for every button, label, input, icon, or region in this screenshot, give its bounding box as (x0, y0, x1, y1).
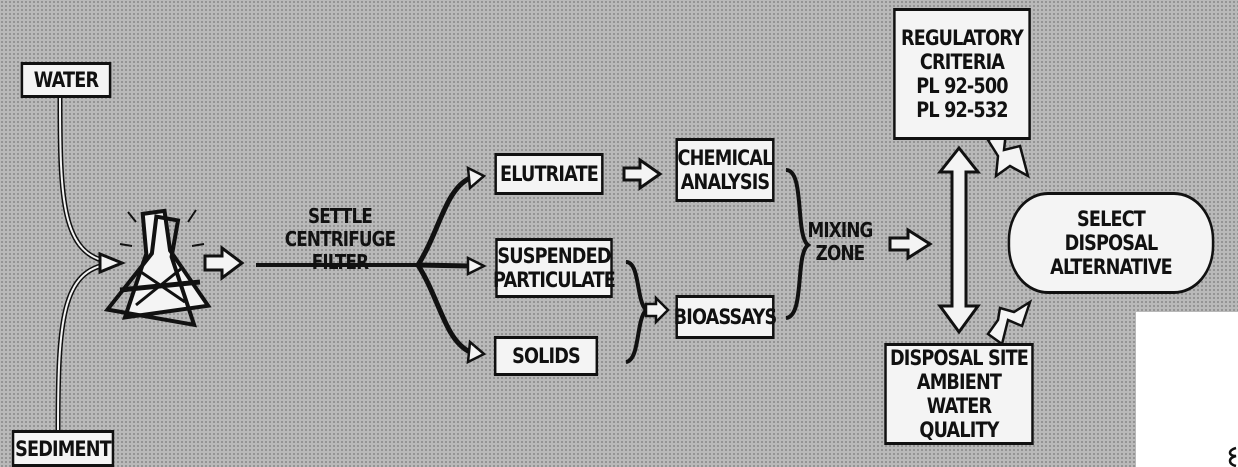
regulatory-criteria-label: REGULATORY CRITERIA PL 92-500 PL 92-532 (901, 26, 1024, 122)
flask-inlet-arrow (98, 251, 126, 275)
bioassays-label: BIOASSAYS (673, 305, 778, 329)
chemical-analysis-box: CHEMICAL ANALYSIS (675, 138, 775, 202)
suspended-particulate-label: SUSPENDED PARTICULATE (493, 244, 616, 292)
water-to-flask-line (57, 95, 113, 265)
regulatory-criteria-box: REGULATORY CRITERIA PL 92-500 PL 92-532 (893, 8, 1031, 140)
solids-label: SOLIDS (512, 344, 581, 368)
select-disposal-box: SELECT DISPOSAL ALTERNATIVE (1007, 192, 1215, 294)
mixing-flask-icon (103, 208, 212, 328)
water-to-flask-line-inner (59, 97, 111, 263)
disposal-site-box: DISPOSAL SITE AMBIENT WATER QUALITY (884, 343, 1034, 445)
branch-to-solids (415, 263, 472, 355)
solids-box: SOLIDS (493, 336, 599, 376)
chemical-analysis-label: CHEMICAL ANALYSIS (677, 146, 774, 194)
chemical-bioassays-brace (785, 168, 812, 320)
water-label: WATER (33, 68, 99, 92)
flask-outlet-arrow (203, 245, 245, 281)
corner-panel (1136, 312, 1238, 467)
elutriate-label: ELUTRIATE (500, 162, 599, 186)
branch-to-suspended (417, 262, 471, 269)
sediment-label: SEDIMENT (15, 436, 111, 461)
arrowhead-solids (466, 339, 487, 365)
corner-mark (1228, 446, 1237, 467)
mixing-zone-label: MIXING ZONE (807, 218, 874, 265)
regulatory-disposal-double-arrow (936, 145, 982, 335)
sediment-box: SEDIMENT (11, 430, 115, 467)
disposal-to-select-bolt (986, 299, 1033, 347)
mixing-to-select-arrow (888, 227, 933, 261)
branch-to-elutriate (415, 175, 472, 267)
elutriate-box: ELUTRIATE (494, 153, 604, 195)
arrowhead-elutriate (466, 165, 487, 191)
suspended-particulate-box: SUSPENDED PARTICULATE (493, 238, 616, 298)
sediment-to-flask-line-inner (57, 263, 111, 433)
bioassays-box: BIOASSAYS (673, 295, 778, 339)
select-disposal-label: SELECT DISPOSAL ALTERNATIVE (1050, 207, 1173, 279)
arrowhead-suspended (466, 255, 487, 277)
sediment-to-flask-line (55, 261, 113, 435)
brace-to-bioassays-arrow (644, 294, 670, 326)
suspended-solids-brace (625, 260, 649, 364)
disposal-site-label: DISPOSAL SITE AMBIENT WATER QUALITY (889, 346, 1029, 442)
separation-label: SETTLE CENTRIFUGE FILTER (284, 204, 396, 274)
elutriate-to-chemical-arrow (622, 157, 663, 191)
water-box: WATER (20, 62, 112, 98)
